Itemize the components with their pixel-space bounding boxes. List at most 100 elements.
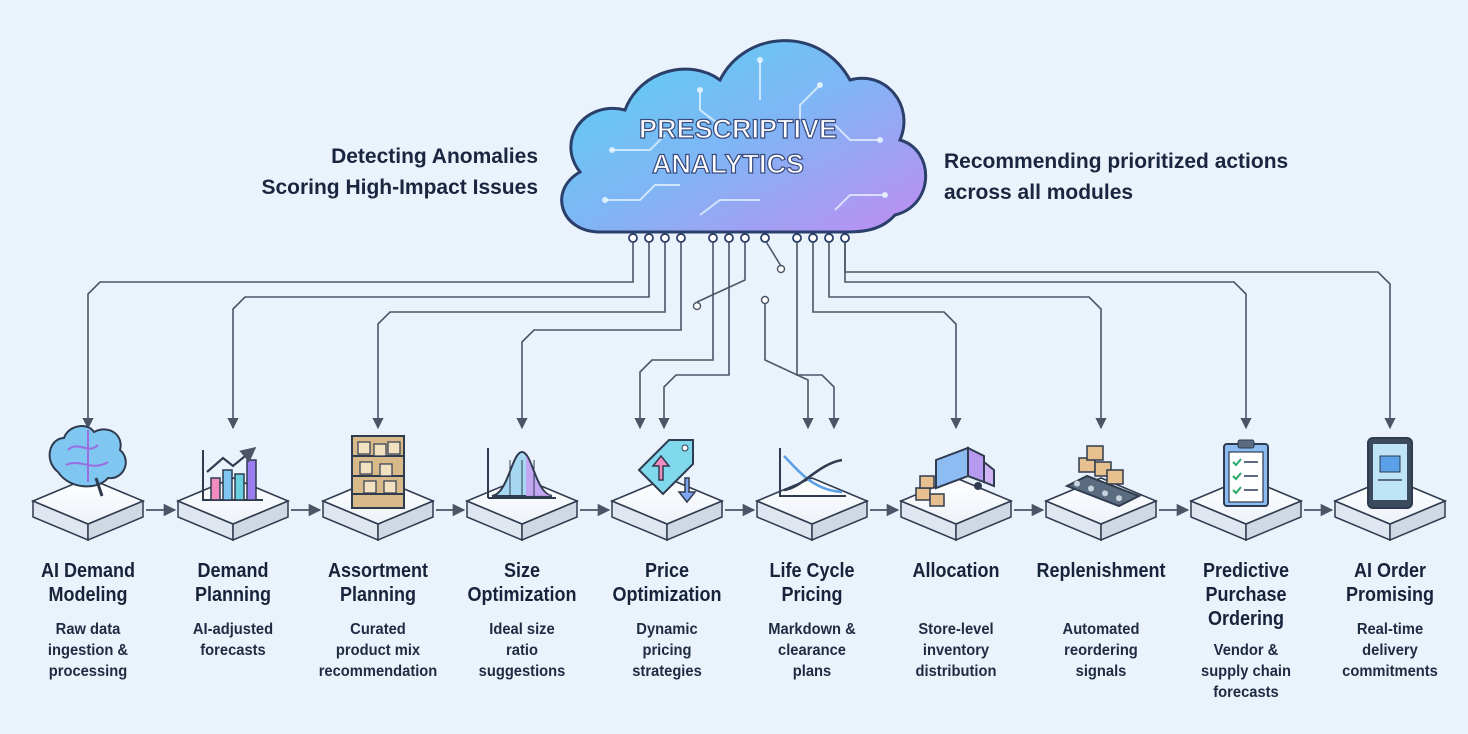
- module-description-line: Curated: [350, 621, 406, 638]
- module-description-line: Markdown &: [768, 621, 856, 638]
- module-platform-4: [609, 439, 725, 542]
- bell-curve-icon: [487, 448, 556, 499]
- module-title-line: Ordering: [1207, 608, 1284, 630]
- module-platform-6: [898, 446, 1014, 542]
- module-title-line: Optimization: [467, 584, 577, 606]
- conveyor-icon: [1064, 445, 1142, 508]
- cloud-title-line2: ANALYTICS: [652, 149, 804, 179]
- module-description-3: Ideal size ratio suggestions: [453, 619, 591, 682]
- module-description-line: delivery: [1362, 642, 1418, 659]
- module-description-line: Automated: [1062, 621, 1140, 638]
- module-description-line: clearance: [778, 642, 846, 659]
- connector-line-5: [658, 240, 730, 430]
- module-description-line: suggestions: [478, 663, 566, 680]
- module-description-line: processing: [48, 663, 128, 680]
- module-description-9: Real-time delivery commitments: [1321, 619, 1459, 682]
- module-description-line: plans: [792, 663, 832, 680]
- module-platform-3: [464, 448, 580, 542]
- module-title-line: Demand: [197, 560, 269, 582]
- module-platform-8: [1188, 439, 1304, 542]
- connector-line-lifecycle: [764, 304, 814, 430]
- cloud-port-2: [660, 233, 670, 243]
- cloud-port-10: [824, 233, 834, 243]
- connector-line-0: [82, 240, 634, 430]
- module-title-line: Predictive: [1202, 560, 1290, 582]
- connector-line-7: [812, 240, 962, 430]
- module-description-line: forecasts: [1213, 684, 1279, 701]
- module-description-line: forecasts: [200, 642, 266, 659]
- module-title-line: Optimization: [612, 584, 722, 606]
- left-annotation-line2: Scoring High-Impact Issues: [261, 176, 538, 199]
- module-description-line: commitments: [1342, 663, 1438, 680]
- module-description-line: ratio: [506, 642, 538, 659]
- module-title-line: Planning: [339, 584, 416, 606]
- cloud-port-1: [644, 233, 654, 243]
- module-title-line: Price: [644, 560, 690, 582]
- module-title-line: Planning: [194, 584, 271, 606]
- module-description-4: Dynamic pricing strategies: [598, 619, 736, 682]
- right-annotation-line1: Recommending prioritized actions: [944, 150, 1289, 173]
- connector-lines: [82, 233, 1396, 430]
- price-tag-icon: [637, 439, 697, 504]
- connector-line-6: [796, 240, 840, 430]
- module-description-line: Dynamic: [636, 621, 698, 638]
- module-platform-5: [754, 448, 870, 542]
- module-platforms: [30, 425, 1448, 542]
- cloud-title-line1: PRESCRIPTIVE: [639, 114, 837, 144]
- shelf-icon: [351, 435, 405, 509]
- module-platform-7: [1043, 445, 1159, 542]
- module-title-line: Allocation: [912, 560, 1000, 582]
- connector-line-10: [844, 240, 1396, 430]
- module-description-line: pricing: [642, 642, 692, 659]
- module-description-8: Vendor & supply chain forecasts: [1177, 640, 1315, 703]
- module-description-line: strategies: [632, 663, 702, 680]
- module-title-line: Modeling: [48, 584, 128, 606]
- module-description-line: Real-time: [1356, 621, 1424, 638]
- connector-line-1: [227, 240, 650, 430]
- module-description-line: Ideal size: [489, 621, 555, 638]
- prescriptive-analytics-cloud: PRESCRIPTIVE ANALYTICS: [560, 39, 928, 234]
- connector-stub-a: [696, 240, 746, 303]
- left-annotation-line1: Detecting Anomalies: [331, 145, 538, 168]
- cloud-port-4: [708, 233, 718, 243]
- curve-chart-icon: [779, 448, 846, 497]
- connector-node-a: [692, 301, 702, 311]
- module-description-line: product mix: [335, 642, 421, 659]
- module-description-line: supply chain: [1201, 663, 1291, 680]
- module-description-line: Store-level: [918, 621, 994, 638]
- module-title-line: Size: [503, 560, 541, 582]
- connector-line-4: [634, 240, 714, 430]
- right-annotation: Recommending prioritized actions across …: [944, 146, 1288, 208]
- module-description-line: ingestion &: [47, 642, 129, 659]
- cloud-port-8: [792, 233, 802, 243]
- left-annotation: Detecting Anomalies Scoring High-Impact …: [261, 141, 538, 203]
- right-annotation-line2: across all modules: [944, 181, 1134, 204]
- module-description-0: Raw data ingestion & processing: [19, 619, 157, 682]
- cloud-port-9: [808, 233, 818, 243]
- module-platform-0: [30, 425, 146, 542]
- module-platform-2: [320, 435, 436, 542]
- cloud-port-6: [740, 233, 750, 243]
- module-title-line: Purchase: [1205, 584, 1287, 606]
- tablet-icon: [1367, 437, 1413, 509]
- module-description-5: Markdown & clearance plans: [743, 619, 881, 682]
- connector-stub-b: [764, 239, 782, 267]
- module-title-line: AI Order: [1353, 560, 1427, 582]
- bar-chart-icon: [202, 447, 263, 501]
- module-description-line: AI-adjusted: [192, 621, 274, 638]
- cloud-port-11: [840, 233, 850, 243]
- module-description-line: Vendor &: [1213, 642, 1279, 659]
- module-platform-1: [175, 447, 291, 542]
- brain-icon: [48, 425, 127, 497]
- module-description-line: Raw data: [55, 621, 121, 638]
- module-description-line: distribution: [915, 663, 997, 680]
